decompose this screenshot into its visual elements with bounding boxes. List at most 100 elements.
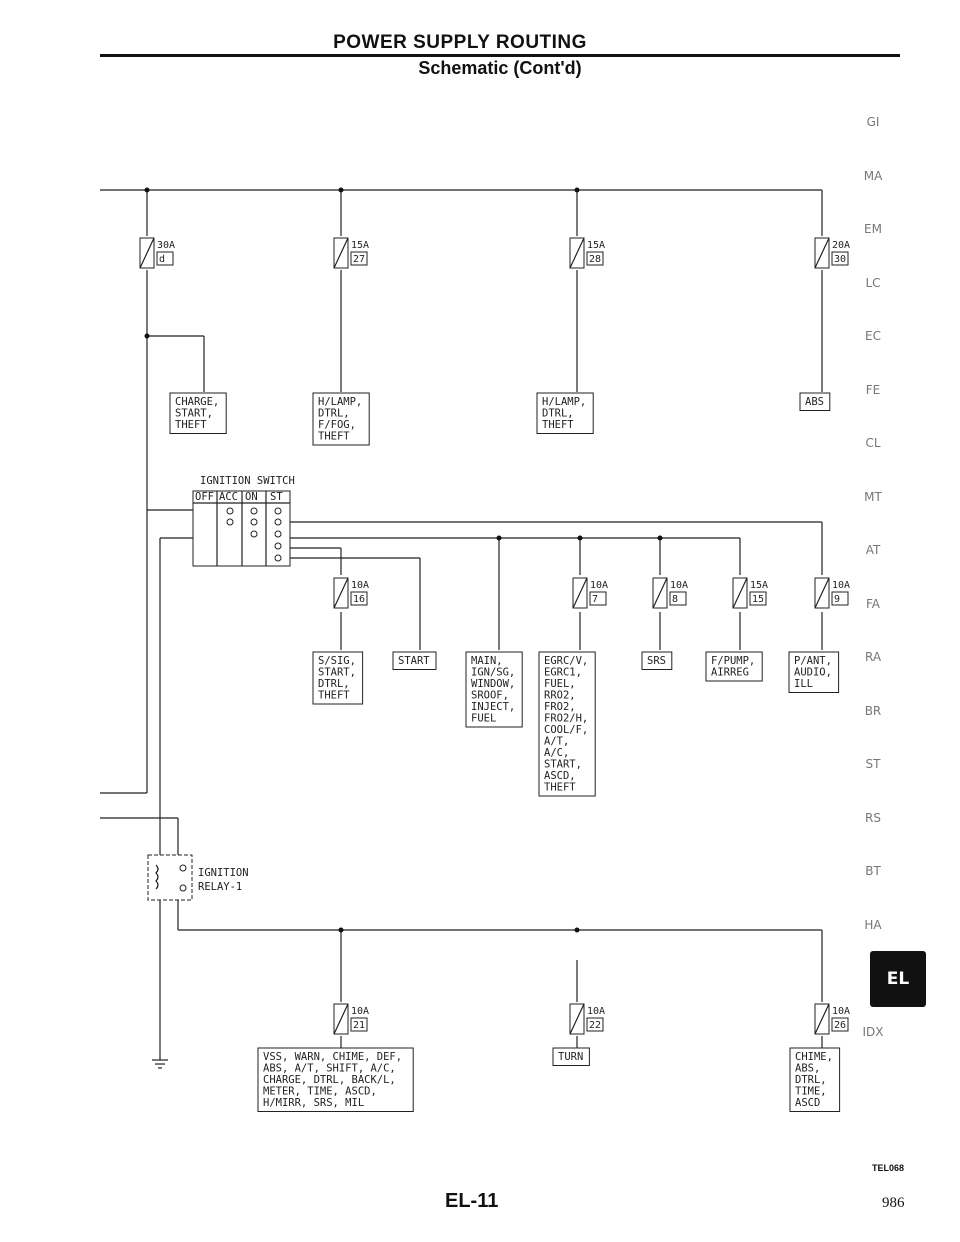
ignition-switch: IGNITION SWITCH OFF ACC ON ST [192,475,295,567]
fuse-top-2-number: 27 [353,254,365,265]
section-tab-idx: IDX [862,1024,884,1039]
mid-box-4-line: FUEL, [544,678,576,690]
top-box-2-line: F/FOG, [318,419,356,431]
switch-pos-acc: ACC [219,491,238,503]
mid-box-4: EGRC/V,EGRC1,FUEL,RRO2,FRO2,FRO2/H,COOL/… [538,651,596,797]
fuse-bottom-2-amp: 10A [587,1006,605,1017]
fuse-top-3-number: 28 [589,254,601,265]
fuse-bottom-1-amp: 10A [351,1006,369,1017]
fuse-mid-2-amp: 10A [590,580,608,591]
mid-box-4-line: A/C, [544,747,569,759]
component-boxes: CHARGE,START,THEFTH/LAMP,DTRL,F/FOG,THEF… [169,392,841,1112]
top-box-3: H/LAMP,DTRL,THEFT [536,392,594,434]
mid-box-1-line: THEFT [318,690,350,702]
top-box-3-line: THEFT [542,419,574,431]
mid-box-3-line: SROOF, [471,690,509,702]
fuse-top-3-amp: 15A [587,240,605,251]
top-box-4: ABS [799,392,831,411]
mid-box-3: MAIN,IGN/SG,WINDOW,SROOF,INJECT,FUEL [465,651,523,728]
top-box-3-line: DTRL, [542,408,574,420]
bottom-box-2-line: TURN [558,1051,583,1063]
mid-box-6-line: F/PUMP, [711,655,755,667]
bottom-box-2: TURN [552,1047,590,1066]
section-tab-ma: MA [863,168,883,183]
section-tab-cl: CL [865,436,881,450]
section-tab-ha: HA [864,917,882,932]
mid-box-6: F/PUMP,AIRREG [705,651,763,682]
mid-box-7-line: P/ANT, [794,655,832,667]
mid-box-4-line: FRO2/H, [544,713,588,725]
fuse-mid-1-number: 16 [353,594,365,605]
section-tab-ec: EC [865,329,881,343]
mid-box-4-line: RRO2, [544,690,576,702]
fuse-bottom-3-amp: 10A [832,1006,850,1017]
mid-box-4-line: COOL/F, [544,724,588,736]
mid-box-3-line: INJECT, [471,701,515,713]
mid-box-1-line: S/SIG, [318,655,356,667]
bottom-box-3-line: ASCD [795,1097,820,1109]
mid-box-3-line: FUEL [471,713,496,725]
bottom-box-3: CHIME,ABS,DTRL,TIME,ASCD [789,1047,841,1112]
mid-box-4-line: ASCD, [544,770,576,782]
fuse-top-2-amp: 15A [351,240,369,251]
fuse-bottom-3-number: 26 [834,1020,846,1031]
fuse-top-1-amp: 30A [157,240,175,251]
section-tab-el: EL [870,951,926,1007]
bottom-box-3-line: TIME, [795,1086,827,1098]
mid-box-7: P/ANT,AUDIO,ILL [788,651,840,693]
fuse-top-1: 30A d [139,237,175,269]
bottom-box-1-line: METER, TIME, ASCD, [263,1086,377,1098]
section-tab-rs: RS [865,810,881,825]
junction-dots [144,187,663,933]
top-box-2-line: H/LAMP, [318,396,362,408]
mid-box-3-line: IGN/SG, [471,667,515,679]
mid-box-1-line: START, [318,667,356,679]
relay-label-line1: IGNITION [198,867,249,879]
mid-box-7-line: AUDIO, [794,667,832,679]
bottom-box-1-line: CHARGE, DTRL, BACK/L, [263,1074,396,1086]
mid-box-4-line: FRO2, [544,701,576,713]
section-tab-fa: FA [865,596,880,611]
top-box-4-line: ABS [805,396,824,408]
fuse-mid-3-number: 8 [672,594,678,605]
mid-box-3-line: MAIN, [471,655,503,667]
fuse-top-1-number: d [159,254,165,265]
bottom-box-1-line: VSS, WARN, CHIME, DEF, [263,1051,402,1063]
mid-box-2: START [392,651,437,670]
bottom-box-3-line: ABS, [795,1063,820,1075]
wires [100,189,823,1069]
fuse-mid-1-amp: 10A [351,580,369,591]
mid-box-5: SRS [641,651,673,670]
bottom-box-3-line: DTRL, [795,1074,827,1086]
page-title: POWER SUPPLY ROUTING [333,32,587,53]
fuses: 30Ad15A2715A2820A3010A1610A710A815A1510A… [139,237,850,1035]
fuse-mid-2-number: 7 [592,594,598,605]
fuse-bottom-2-number: 22 [589,1020,601,1031]
bottom-box-3-line: CHIME, [795,1051,833,1063]
top-box-2: H/LAMP,DTRL,F/FOG,THEFT [312,392,370,446]
bottom-box-1-line: ABS, A/T, SHIFT, A/C, [263,1063,396,1075]
mid-box-4-line: EGRC/V, [544,655,588,667]
top-box-1-line: CHARGE, [175,396,219,408]
top-box-2-line: DTRL, [318,408,350,420]
top-box-1: CHARGE,START,THEFT [169,392,227,434]
top-box-2-line: THEFT [318,431,350,443]
ignition-switch-label: IGNITION SWITCH [200,475,295,487]
mid-box-4-line: THEFT [544,782,576,794]
figure-code: TEL068 [872,1163,905,1173]
page-number: 986 [882,1195,905,1211]
fuse-mid-5-amp: 10A [832,580,850,591]
section-tab-ra: RA [864,650,882,664]
fuse-top-4-amp: 20A [832,240,850,251]
mid-box-6-line: AIRREG [711,667,749,679]
mid-box-4-line: A/T, [544,736,569,748]
section-tab-bt: BT [865,864,881,878]
mid-box-4-line: START, [544,759,582,771]
